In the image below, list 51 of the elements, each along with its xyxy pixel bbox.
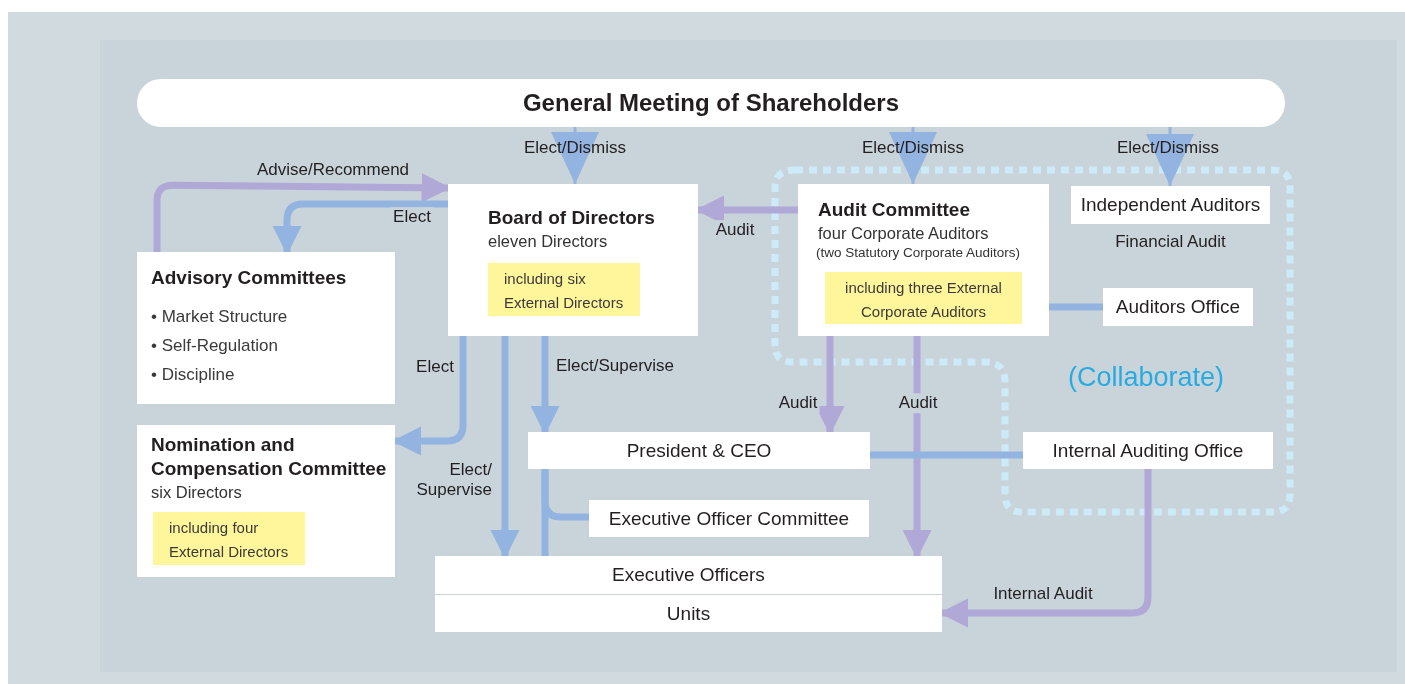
heading-text: Advisory Committees (151, 266, 348, 290)
arrow (902, 336, 932, 559)
connector-line (1049, 303, 1103, 311)
list-item: • Discipline (151, 364, 236, 386)
highlight-note: including four External Directors (153, 512, 305, 565)
arrow (490, 336, 520, 559)
arrow (530, 336, 560, 435)
committee-box (137, 252, 395, 404)
body-text: eleven Directors (488, 231, 609, 252)
body-text: four Corporate Auditors (818, 223, 990, 244)
committee-box (798, 184, 1049, 336)
body-text: six Directors (151, 482, 243, 503)
collaborate-label: (Collaborate) (1068, 362, 1225, 393)
box-label: Units (666, 602, 711, 625)
wedge-arrow (551, 127, 599, 184)
box-label: Independent Auditors (1080, 194, 1261, 216)
committee-box (589, 500, 869, 537)
units-box (435, 595, 942, 632)
edge-label: Audit (896, 393, 940, 413)
box-label: Executive Officer Committee (608, 507, 850, 530)
heading-text: Board of Directors (488, 206, 656, 230)
subnote-text: (two Statutory Corporate Auditors) (816, 244, 1022, 262)
box-label: Executive Officers (612, 564, 765, 586)
wedge-arrow (889, 127, 937, 184)
highlight-note: including three External Corporate Auditors (825, 272, 1022, 324)
box-label: President & CEO (626, 439, 772, 462)
office-box (1103, 288, 1253, 326)
heading-text: Nomination and Compensation Committee (151, 433, 388, 481)
list-item: • Self-Regulation (151, 335, 279, 357)
title-text: General Meeting of Shareholders (522, 89, 900, 117)
box-label: Internal Auditing Office (1052, 439, 1244, 462)
board-box (448, 184, 698, 336)
edge-label: Audit (776, 393, 820, 413)
arrow (272, 200, 448, 255)
office-box (1023, 432, 1273, 469)
committee-box (137, 425, 395, 577)
box-label: Auditors Office (1115, 296, 1241, 318)
connector-line (541, 469, 549, 556)
edge-label: Elect/Dismiss (523, 138, 627, 158)
caption-text: Financial Audit (1114, 232, 1227, 252)
edge-label: Elect/Dismiss (1116, 138, 1220, 158)
auditors-box (1071, 186, 1270, 224)
shareholders-banner (137, 79, 1285, 127)
edge-label: Elect/Dismiss (861, 138, 965, 158)
connector-line (870, 451, 1023, 459)
officers-box (435, 556, 942, 594)
heading-text: Audit Committee (818, 198, 971, 222)
highlight-note: including six External Directors (488, 263, 640, 316)
list-item: • Market Structure (151, 306, 289, 328)
executive-box (528, 432, 870, 469)
wedge-arrow (1146, 127, 1194, 186)
